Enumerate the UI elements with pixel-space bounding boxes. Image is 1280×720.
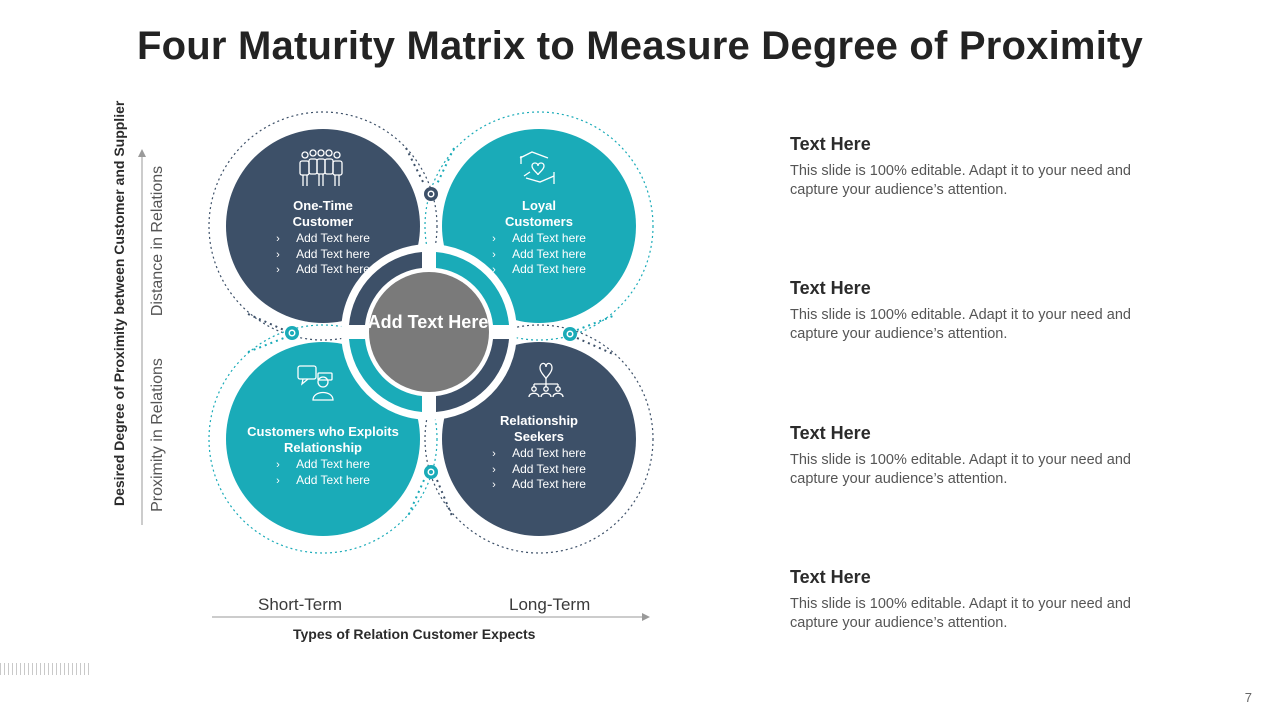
quadrant-one-time: One-Time Customer ›Add Text here ›Add Te…	[248, 198, 398, 278]
x-axis-high-label: Long-Term	[509, 595, 591, 614]
outer-dotted-ring-tl	[208, 111, 438, 341]
bullet-item: ›Add Text here	[276, 231, 370, 245]
bullet-item: ›Add Text here	[276, 457, 370, 471]
connector-top-left	[405, 147, 425, 185]
quadrant-title: Loyal Customers	[505, 198, 573, 229]
quadrant-bullets: ›Add Text here ›Add Text here ›Add Text …	[492, 446, 586, 493]
person-speech-icon	[297, 365, 334, 401]
quadrant-exploits: Customers who Exploits Relationship ›Add…	[244, 424, 402, 489]
bullet-item: ›Add Text here	[276, 472, 370, 487]
x-axis-arrow	[642, 613, 650, 621]
node-bottom	[424, 465, 438, 479]
bullet-item: ›Add Text here	[492, 461, 586, 476]
bullet-item: ›Add Text here	[276, 262, 370, 276]
quadrant-bullets: ›Add Text here ›Add Text here ›Add Text …	[492, 231, 586, 278]
node-left	[285, 326, 299, 340]
quadrant-seekers: Relationship Seekers ›Add Text here ›Add…	[464, 413, 614, 493]
outer-dotted-ring-bl	[208, 324, 438, 554]
side-body: This slide is 100% editable. Adapt it to…	[790, 307, 1131, 342]
center-circle	[369, 272, 489, 392]
bullet-item: ›Add Text here	[492, 477, 586, 491]
bullet-item: ›Add Text here	[492, 231, 586, 245]
quadrant-bullets: ›Add Text here ›Add Text here ›Add Text …	[276, 231, 370, 278]
center-ring-bl	[349, 339, 422, 412]
connector-top-right	[436, 147, 455, 185]
quadrant-bullets: ›Add Text here ›Add Text here	[276, 457, 370, 488]
center-ring-tl	[349, 252, 422, 325]
bullet-item: ›Add Text here	[492, 446, 586, 460]
x-axis-title: Types of Relation Customer Expects	[293, 626, 536, 642]
y-axis-high-label: Distance in Relations	[149, 165, 166, 317]
quadrant-title: Relationship Seekers	[499, 413, 578, 444]
side-text-block-2: Text Here This slide is 100% editable. A…	[790, 278, 1190, 344]
bullet-item: ›Add Text here	[492, 246, 586, 261]
connector-bottom-left	[407, 479, 425, 517]
center-ring-br	[436, 339, 509, 412]
side-heading: Text Here	[790, 278, 871, 298]
connector-right-bottom	[576, 337, 614, 355]
outer-dotted-ring-tr	[424, 111, 654, 341]
connector-left-top	[247, 313, 285, 331]
slide-title: Four Maturity Matrix to Measure Degree o…	[137, 24, 1143, 68]
y-axis-arrow	[138, 149, 146, 157]
node-right	[563, 327, 577, 341]
side-heading: Text Here	[790, 423, 871, 443]
quadrant-title: Customers who Exploits Relationship	[247, 424, 399, 455]
connector-right-top	[576, 315, 614, 331]
quadrant-loyal: Loyal Customers ›Add Text here ›Add Text…	[464, 198, 614, 278]
side-heading: Text Here	[790, 567, 871, 587]
bullet-item: ›Add Text here	[276, 246, 370, 261]
group-icon	[299, 149, 343, 186]
decorative-ruler	[0, 663, 90, 675]
y-axis-low-label: Proximity in Relations	[149, 358, 166, 512]
handshake-heart-icon	[519, 151, 555, 184]
heart-network-icon	[528, 362, 564, 398]
center-ring-tr	[436, 252, 509, 325]
center-label: Add Text Here	[367, 312, 489, 332]
page-number: 7	[1244, 690, 1252, 705]
connector-bottom-right	[436, 479, 453, 517]
side-body: This slide is 100% editable. Adapt it to…	[790, 452, 1131, 487]
quadrant-title: One-Time Customer	[292, 198, 354, 229]
outer-dotted-ring-br	[424, 324, 654, 554]
side-text-block-3: Text Here This slide is 100% editable. A…	[790, 423, 1190, 489]
node-top	[424, 187, 438, 201]
connector-left-bottom	[247, 337, 285, 353]
side-heading: Text Here	[790, 134, 871, 154]
y-axis-title: Desired Degree of Proximity between Cust…	[111, 100, 127, 506]
side-body: This slide is 100% editable. Adapt it to…	[790, 596, 1131, 631]
side-text-block-4: Text Here This slide is 100% editable. A…	[790, 567, 1190, 633]
side-text-block-1: Text Here This slide is 100% editable. A…	[790, 134, 1190, 200]
bullet-item: ›Add Text here	[492, 262, 586, 276]
side-body: This slide is 100% editable. Adapt it to…	[790, 163, 1131, 198]
x-axis-low-label: Short-Term	[258, 595, 343, 614]
